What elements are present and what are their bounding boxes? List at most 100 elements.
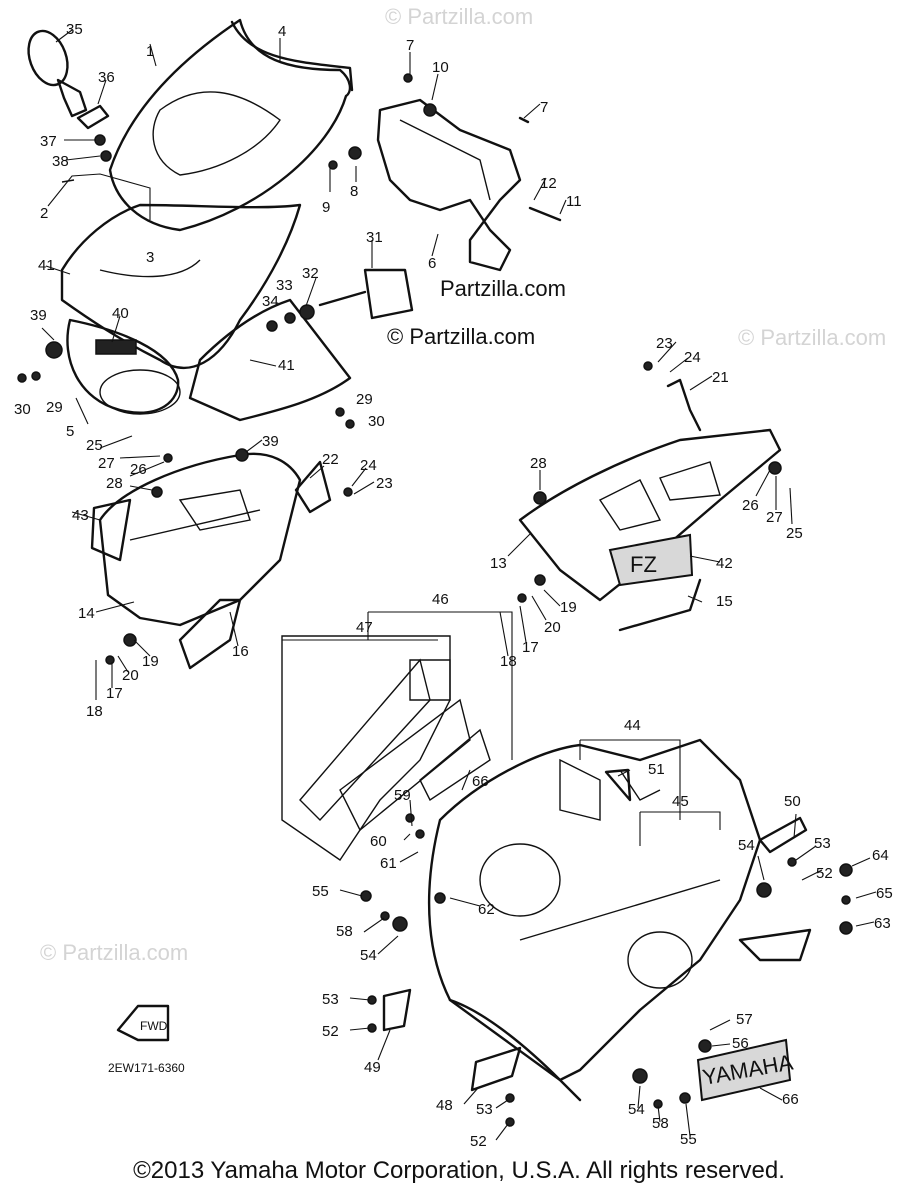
- callout-label: 58: [336, 923, 353, 940]
- partzilla-mark-line2: © Partzilla.com: [387, 324, 535, 349]
- mirror-bracket-36: [76, 104, 110, 130]
- callout-label: 42: [716, 555, 733, 572]
- fwd-arrow: FWD: [116, 1004, 170, 1042]
- callout-label: 46: [432, 591, 449, 608]
- windshield: [108, 18, 354, 232]
- callout-label: 24: [684, 349, 701, 366]
- partzilla-mark-line1: Partzilla.com: [440, 276, 566, 301]
- callout-label: 52: [816, 865, 833, 882]
- callout-label: 55: [680, 1131, 697, 1148]
- callout-label: 59: [394, 787, 411, 804]
- callout-label: 60: [370, 833, 387, 850]
- callout-label: 44: [624, 717, 641, 734]
- callout-label: 13: [490, 555, 507, 572]
- callout-label: 62: [478, 901, 495, 918]
- callout-label: 55: [312, 883, 329, 900]
- inner-panel-left: [90, 448, 353, 670]
- callout-label: 45: [672, 793, 689, 810]
- callout-label: 17: [522, 639, 539, 656]
- callout-label: 39: [262, 433, 279, 450]
- callout-label: 14: [78, 605, 95, 622]
- callout-label: 5: [66, 423, 74, 440]
- callout-label: 66: [782, 1091, 799, 1108]
- callout-label: 57: [736, 1011, 753, 1028]
- callout-label: 16: [232, 643, 249, 660]
- callout-label: 36: [98, 69, 115, 86]
- watermark: © Partzilla.com: [385, 4, 533, 29]
- upper-cowling: [60, 203, 352, 422]
- fasteners-left: [17, 339, 355, 429]
- callout-label: 6: [428, 255, 436, 272]
- callout-label: 19: [142, 653, 159, 670]
- lower-cowling: YAMAHA: [360, 738, 853, 1127]
- callout-label: 27: [98, 455, 115, 472]
- callout-label: 35: [66, 21, 83, 38]
- watermark: © Partzilla.com: [738, 325, 886, 350]
- callout-label: 7: [406, 37, 414, 54]
- fwd-label: FWD: [140, 1019, 168, 1033]
- fz-decal-text: FZ: [630, 552, 657, 577]
- callout-label: 8: [350, 183, 358, 200]
- callout-label: 58: [652, 1115, 669, 1132]
- callout-label: 41: [278, 357, 295, 374]
- callout-label: 52: [470, 1133, 487, 1150]
- callout-label: 27: [766, 509, 783, 526]
- watermark: © Partzilla.com: [40, 940, 188, 965]
- watermark-layer: © Partzilla.com © Partzilla.com © Partzi…: [40, 4, 886, 965]
- callout-label: 52: [322, 1023, 339, 1040]
- callout-label: 10: [432, 59, 449, 76]
- mirror-right: [266, 268, 414, 332]
- callout-label: 64: [872, 847, 889, 864]
- callout-label: 26: [130, 461, 147, 478]
- callout-label: 1: [146, 43, 154, 60]
- callout-label: 23: [376, 475, 393, 492]
- callout-label: 30: [368, 413, 385, 430]
- callout-label: 20: [122, 667, 139, 684]
- callout-label: 39: [30, 307, 47, 324]
- partzilla-mark: Partzilla.com © Partzilla.com: [387, 276, 566, 349]
- callout-label: 56: [732, 1035, 749, 1052]
- callout-label: 29: [46, 399, 63, 416]
- callout-label: 34: [262, 293, 279, 310]
- callout-label: 50: [784, 793, 801, 810]
- drawing-code: 2EW171-6360: [108, 1061, 185, 1075]
- callout-label: 22: [322, 451, 339, 468]
- callout-label: 53: [322, 991, 339, 1008]
- callout-label: 21: [712, 369, 729, 386]
- callout-label: 19: [560, 599, 577, 616]
- callout-label: 26: [742, 497, 759, 514]
- callout-label: 15: [716, 593, 733, 610]
- leader-lines: [41, 29, 877, 1141]
- decal-set: [281, 635, 491, 861]
- callout-label: 32: [302, 265, 319, 282]
- fairing-stay: [328, 73, 562, 272]
- inner-panel-right: FZ: [517, 361, 782, 632]
- callout-label: 17: [106, 685, 123, 702]
- callout-label: 63: [874, 915, 891, 932]
- mirror-left: [27, 29, 88, 118]
- callout-label: 37: [40, 133, 57, 150]
- callout-label: 23: [656, 335, 673, 352]
- callout-label: 7: [540, 99, 548, 116]
- callout-label: 31: [366, 229, 383, 246]
- callout-label: 41: [38, 257, 55, 274]
- callout-label: 49: [364, 1059, 381, 1076]
- callout-label: 25: [86, 437, 103, 454]
- callout-label: 11: [566, 193, 582, 210]
- callout-label: 25: [786, 525, 803, 542]
- callout-labels: 35 4 1 7 10 7 36 37 38 9 8 12 11 2 3 6 3…: [14, 21, 893, 1150]
- callout-label: 54: [738, 837, 755, 854]
- callout-label: 65: [876, 885, 893, 902]
- callout-label: 12: [540, 175, 557, 192]
- callout-label: 4: [278, 23, 286, 40]
- callout-label: 18: [500, 653, 517, 670]
- callout-label: 61: [380, 855, 397, 872]
- callout-label: 33: [276, 277, 293, 294]
- copyright-notice: ©2013 Yamaha Motor Corporation, U.S.A. A…: [133, 1157, 785, 1184]
- callout-label: 54: [360, 947, 377, 964]
- callout-label: 9: [322, 199, 330, 216]
- callout-label: 66: [472, 773, 489, 790]
- callout-label: 28: [106, 475, 123, 492]
- callout-label: 54: [628, 1101, 645, 1118]
